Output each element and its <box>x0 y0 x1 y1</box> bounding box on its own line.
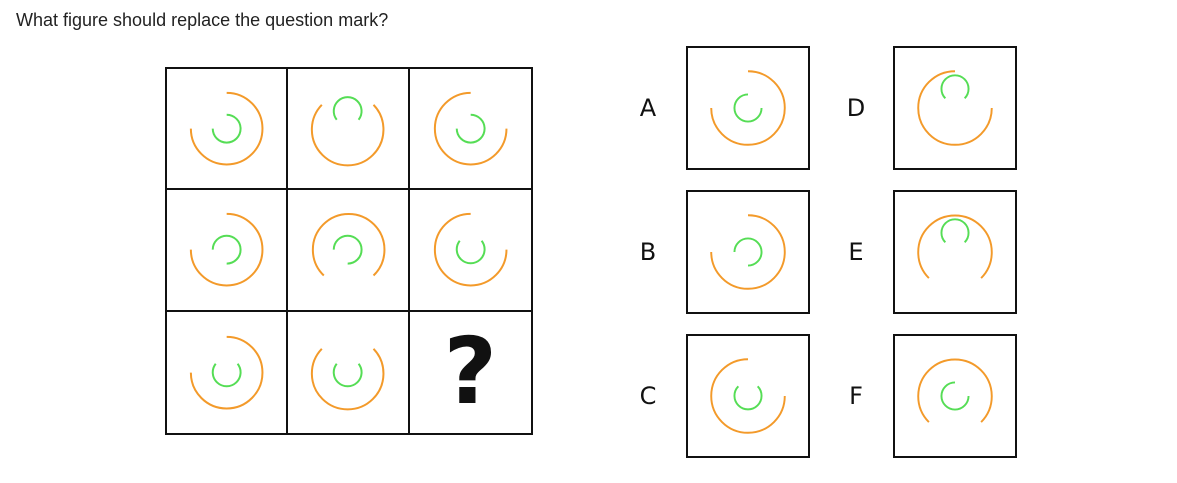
option-c[interactable] <box>686 334 810 458</box>
ring-figure <box>917 358 993 423</box>
grid-cell-r3c2 <box>288 311 410 433</box>
ring-figure <box>433 213 508 287</box>
ring-figure <box>189 335 264 410</box>
ring-figure <box>710 70 786 146</box>
ring-figure <box>917 70 993 146</box>
question-mark: ? <box>443 318 498 426</box>
option-e-label: E <box>848 238 864 266</box>
ring-figure <box>710 214 786 290</box>
question-text: What figure should replace the question … <box>16 10 389 30</box>
option-b[interactable] <box>686 190 810 314</box>
option-f[interactable] <box>893 334 1017 458</box>
ring-figure <box>311 96 385 167</box>
option-d-label: D <box>846 94 866 122</box>
ring-figure <box>710 358 786 434</box>
grid-cell-r1c3 <box>409 69 531 191</box>
option-d[interactable] <box>893 46 1017 170</box>
grid-cell-r3c3: ? <box>410 312 531 433</box>
ring-figure <box>189 91 264 166</box>
grid-cell-r2c1 <box>167 190 289 312</box>
ring-figure <box>917 214 993 279</box>
ring-figure <box>189 213 264 287</box>
ring-figure <box>312 213 386 277</box>
ring-figure <box>433 91 508 166</box>
grid-cell-r3c1 <box>167 311 289 433</box>
option-a-label: A <box>639 94 657 122</box>
option-f-label: F <box>849 382 863 410</box>
grid-cell-r2c3 <box>409 190 531 312</box>
option-a[interactable] <box>686 46 810 170</box>
grid-cell-r2c2 <box>288 190 410 312</box>
option-e[interactable] <box>893 190 1017 314</box>
option-c-label: C <box>639 382 657 410</box>
option-b-label: B <box>639 238 657 266</box>
grid-cell-r1c1 <box>167 69 289 191</box>
grid-cell-r1c2 <box>288 69 410 191</box>
ring-figure <box>311 347 385 411</box>
puzzle-grid: ? <box>165 67 533 435</box>
